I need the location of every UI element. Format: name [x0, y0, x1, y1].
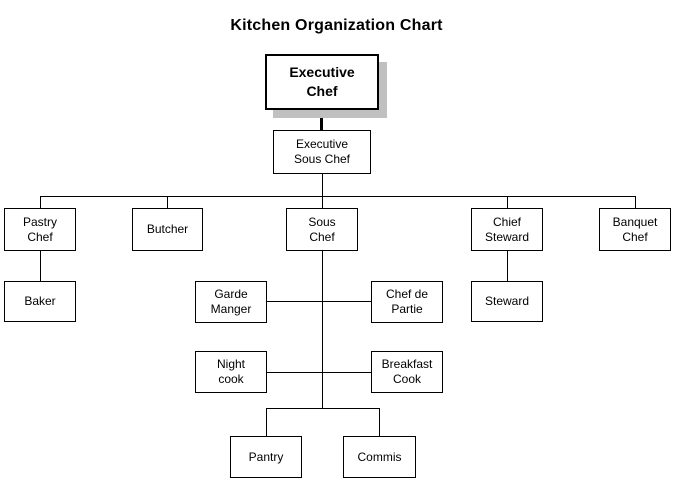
- connector-drop-commis: [379, 408, 380, 436]
- connector-pastry-to-baker: [40, 251, 41, 281]
- connector-trunk-to-gardemanger: [267, 301, 322, 302]
- connector-drop-butcher: [167, 196, 168, 208]
- node-pastry-chef: Pastry Chef: [4, 208, 76, 251]
- connector-trunk-to-nightcook: [267, 372, 322, 373]
- connector-souschef-trunk: [322, 251, 323, 408]
- node-sous-chef: Sous Chef: [286, 208, 358, 251]
- connector-soussechef-stem: [322, 174, 323, 196]
- page-title: Kitchen Organization Chart: [230, 17, 443, 34]
- connector-drop-souschef: [322, 196, 323, 208]
- connector-drop-banquetchef: [635, 196, 636, 208]
- node-night-cook: Night cook: [195, 351, 267, 393]
- node-chief-steward: Chief Steward: [471, 208, 543, 251]
- connector-trunk-to-chefdepartie: [322, 301, 371, 302]
- connector-trunk-to-breakfastcook: [322, 372, 371, 373]
- connector-drop-chiefsteward: [507, 196, 508, 208]
- connector-row-horizontal: [40, 196, 636, 197]
- node-chef-de-partie: Chef de Partie: [371, 281, 443, 323]
- connector-chiefsteward-to-steward: [507, 251, 508, 281]
- node-garde-manger: Garde Manger: [195, 281, 267, 323]
- node-pantry: Pantry: [230, 436, 302, 478]
- connector-drop-pastry: [40, 196, 41, 208]
- node-breakfast-cook: Breakfast Cook: [371, 351, 443, 393]
- node-executive-chef: Executive Chef: [265, 54, 379, 110]
- node-commis: Commis: [343, 436, 416, 478]
- connector-drop-pantry: [266, 408, 267, 436]
- node-butcher: Butcher: [132, 208, 203, 251]
- connector-bottom-horizontal: [266, 408, 380, 409]
- node-steward: Steward: [471, 281, 543, 322]
- node-banquet-chef: Banquet Chef: [599, 208, 671, 251]
- node-baker: Baker: [4, 281, 76, 322]
- node-executive-sous-chef: Executive Sous Chef: [273, 130, 371, 174]
- connector-execchef-to-soussechef: [320, 110, 323, 130]
